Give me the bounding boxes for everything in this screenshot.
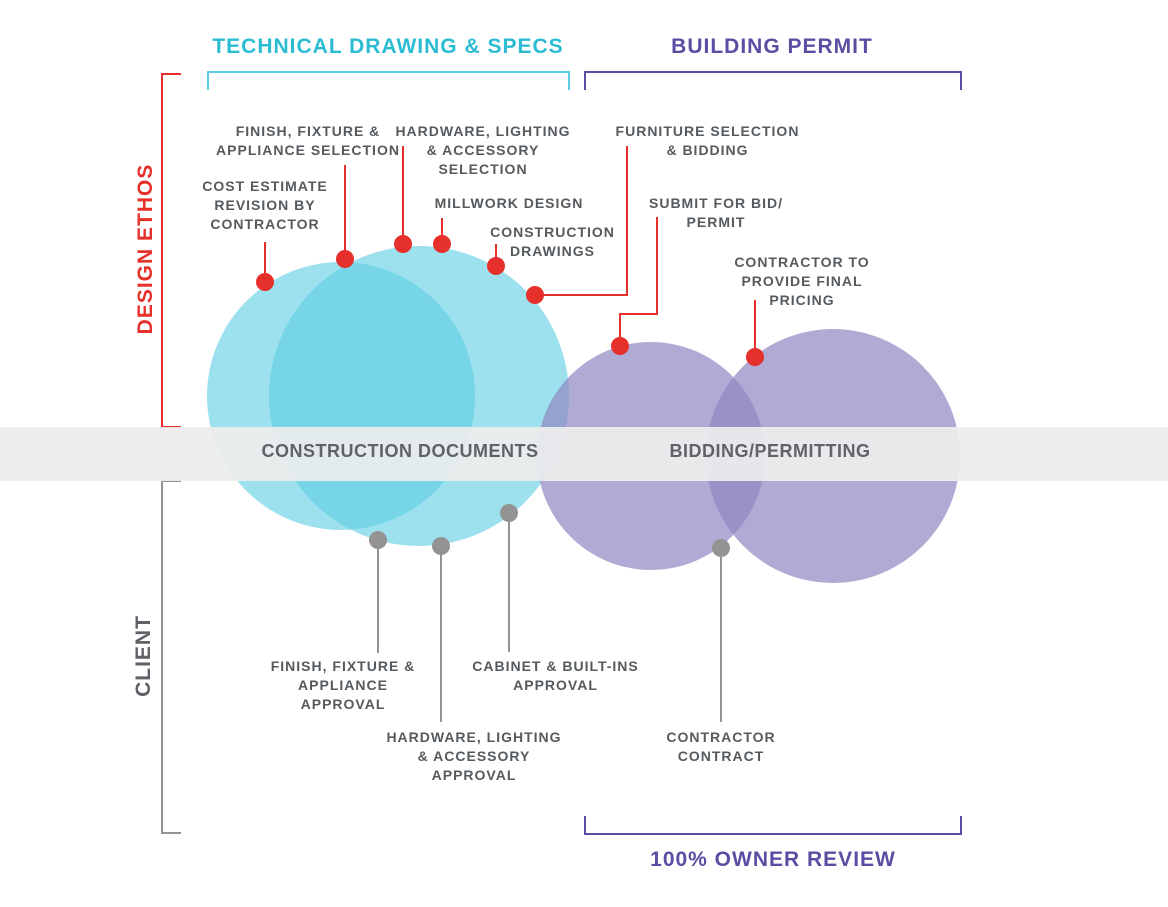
marker-hardware-approval [432,537,450,555]
marker-submit-bid [611,337,629,355]
phase-band [0,427,1168,481]
marker-finish-selection [336,250,354,268]
phase-bidding-permitting: BIDDING/PERMITTING [669,441,871,461]
label-cabinet-builtins-approval: CABINET & BUILT-INS APPROVAL [472,658,639,693]
label-contractor-contract: CONTRACTOR CONTRACT [666,729,776,764]
construction-circle-2 [269,246,569,546]
label-hardware-lighting-selection: HARDWARE, LIGHTING & ACCESSORY SELECTION [395,123,571,177]
label-construction-drawings: CONSTRUCTION DRAWINGS [490,224,615,259]
design-ethos-label: DESIGN ETHOS [134,163,157,335]
label-furniture-selection: FURNITURE SELECTION & BIDDING [615,123,800,158]
phase-construction-documents: CONSTRUCTION DOCUMENTS [261,441,539,461]
label-millwork-design: MILLWORK DESIGN [434,195,584,211]
label-finish-fixture-approval: FINISH, FIXTURE & APPLIANCE APPROVAL [270,658,416,712]
client-bracket [161,480,181,834]
permit-bracket [584,71,962,90]
owner-review-header: 100% OWNER REVIEW [650,848,896,871]
design-ethos-bracket [161,73,181,428]
marker-final-pricing [746,348,764,366]
connector-furniture [535,146,628,296]
technical-bracket [207,71,570,90]
marker-cost-estimate [256,273,274,291]
marker-contractor-contract [712,539,730,557]
client-label: CLIENT [132,615,155,697]
label-submit-for-bid: SUBMIT FOR BID/ PERMIT [649,195,783,230]
connector-submit-bid [619,217,658,346]
owner-review-bracket [584,816,962,835]
building-permit-header: BUILDING PERMIT [671,35,873,58]
label-finish-fixture-selection: FINISH, FIXTURE & APPLIANCE SELECTION [216,123,400,158]
label-hardware-lighting-approval: HARDWARE, LIGHTING & ACCESSORY APPROVAL [386,729,562,783]
label-cost-estimate-revision: COST ESTIMATE REVISION BY CONTRACTOR [202,178,328,232]
marker-millwork [433,235,451,253]
label-contractor-final-pricing: CONTRACTOR TO PROVIDE FINAL PRICING [734,254,870,308]
technical-drawing-header: TECHNICAL DRAWING & SPECS [212,35,564,58]
marker-cabinet-approval [500,504,518,522]
marker-finish-approval [369,531,387,549]
marker-furniture [526,286,544,304]
marker-construction-drawings [487,257,505,275]
marker-hardware-selection [394,235,412,253]
